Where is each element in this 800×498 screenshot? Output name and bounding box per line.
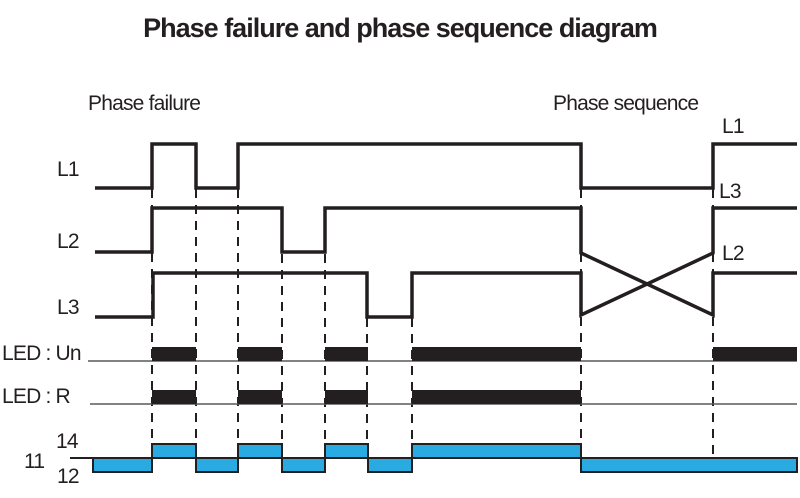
relay-no-closed-bar bbox=[237, 443, 283, 459]
trace-label-l3-left: L3 bbox=[57, 296, 80, 319]
trace-label-l1-right: L1 bbox=[722, 115, 745, 138]
trace-label-l3-right: L3 bbox=[719, 180, 742, 203]
led-on-bar bbox=[238, 390, 282, 404]
trace-label-l1-left: L1 bbox=[57, 158, 80, 181]
led-on-bar bbox=[238, 347, 282, 361]
relay-no-closed-bar bbox=[324, 443, 369, 459]
relay-no-closed-bar bbox=[411, 443, 582, 459]
relay-no-contact-label: 14 bbox=[56, 430, 79, 453]
section-label-phase-sequence: Phase sequence bbox=[553, 92, 699, 115]
relay-nc-closed-bar bbox=[580, 457, 798, 473]
page-title: Phase failure and phase sequence diagram bbox=[143, 13, 658, 43]
led-on-bar bbox=[713, 347, 797, 361]
led-on-bar bbox=[412, 390, 581, 404]
led-on-bar bbox=[152, 347, 196, 361]
relay-no-closed-bar bbox=[151, 443, 197, 459]
relay-nc-closed-bar bbox=[195, 457, 239, 473]
section-label-phase-failure: Phase failure bbox=[88, 92, 201, 115]
trace-L3 bbox=[95, 206, 797, 319]
relay-nc-closed-bar bbox=[92, 457, 153, 473]
relay-common-terminal-label: 11 bbox=[24, 450, 45, 473]
led-on-bar bbox=[325, 347, 368, 361]
led-on-bar bbox=[412, 347, 581, 361]
trace-L1 bbox=[95, 142, 797, 190]
trace-L2 bbox=[95, 206, 797, 318]
led-on-bar bbox=[152, 390, 196, 404]
relay-nc-contact-label: 12 bbox=[57, 465, 80, 488]
relay-nc-closed-bar bbox=[281, 457, 326, 473]
relay-nc-closed-bar bbox=[367, 457, 413, 473]
led-r-label: LED : R bbox=[2, 385, 71, 408]
led-un-label: LED : Un bbox=[2, 342, 82, 365]
trace-label-l2-left: L2 bbox=[57, 230, 80, 253]
trace-label-l2-right: L2 bbox=[722, 242, 745, 265]
led-on-bar bbox=[325, 390, 368, 404]
